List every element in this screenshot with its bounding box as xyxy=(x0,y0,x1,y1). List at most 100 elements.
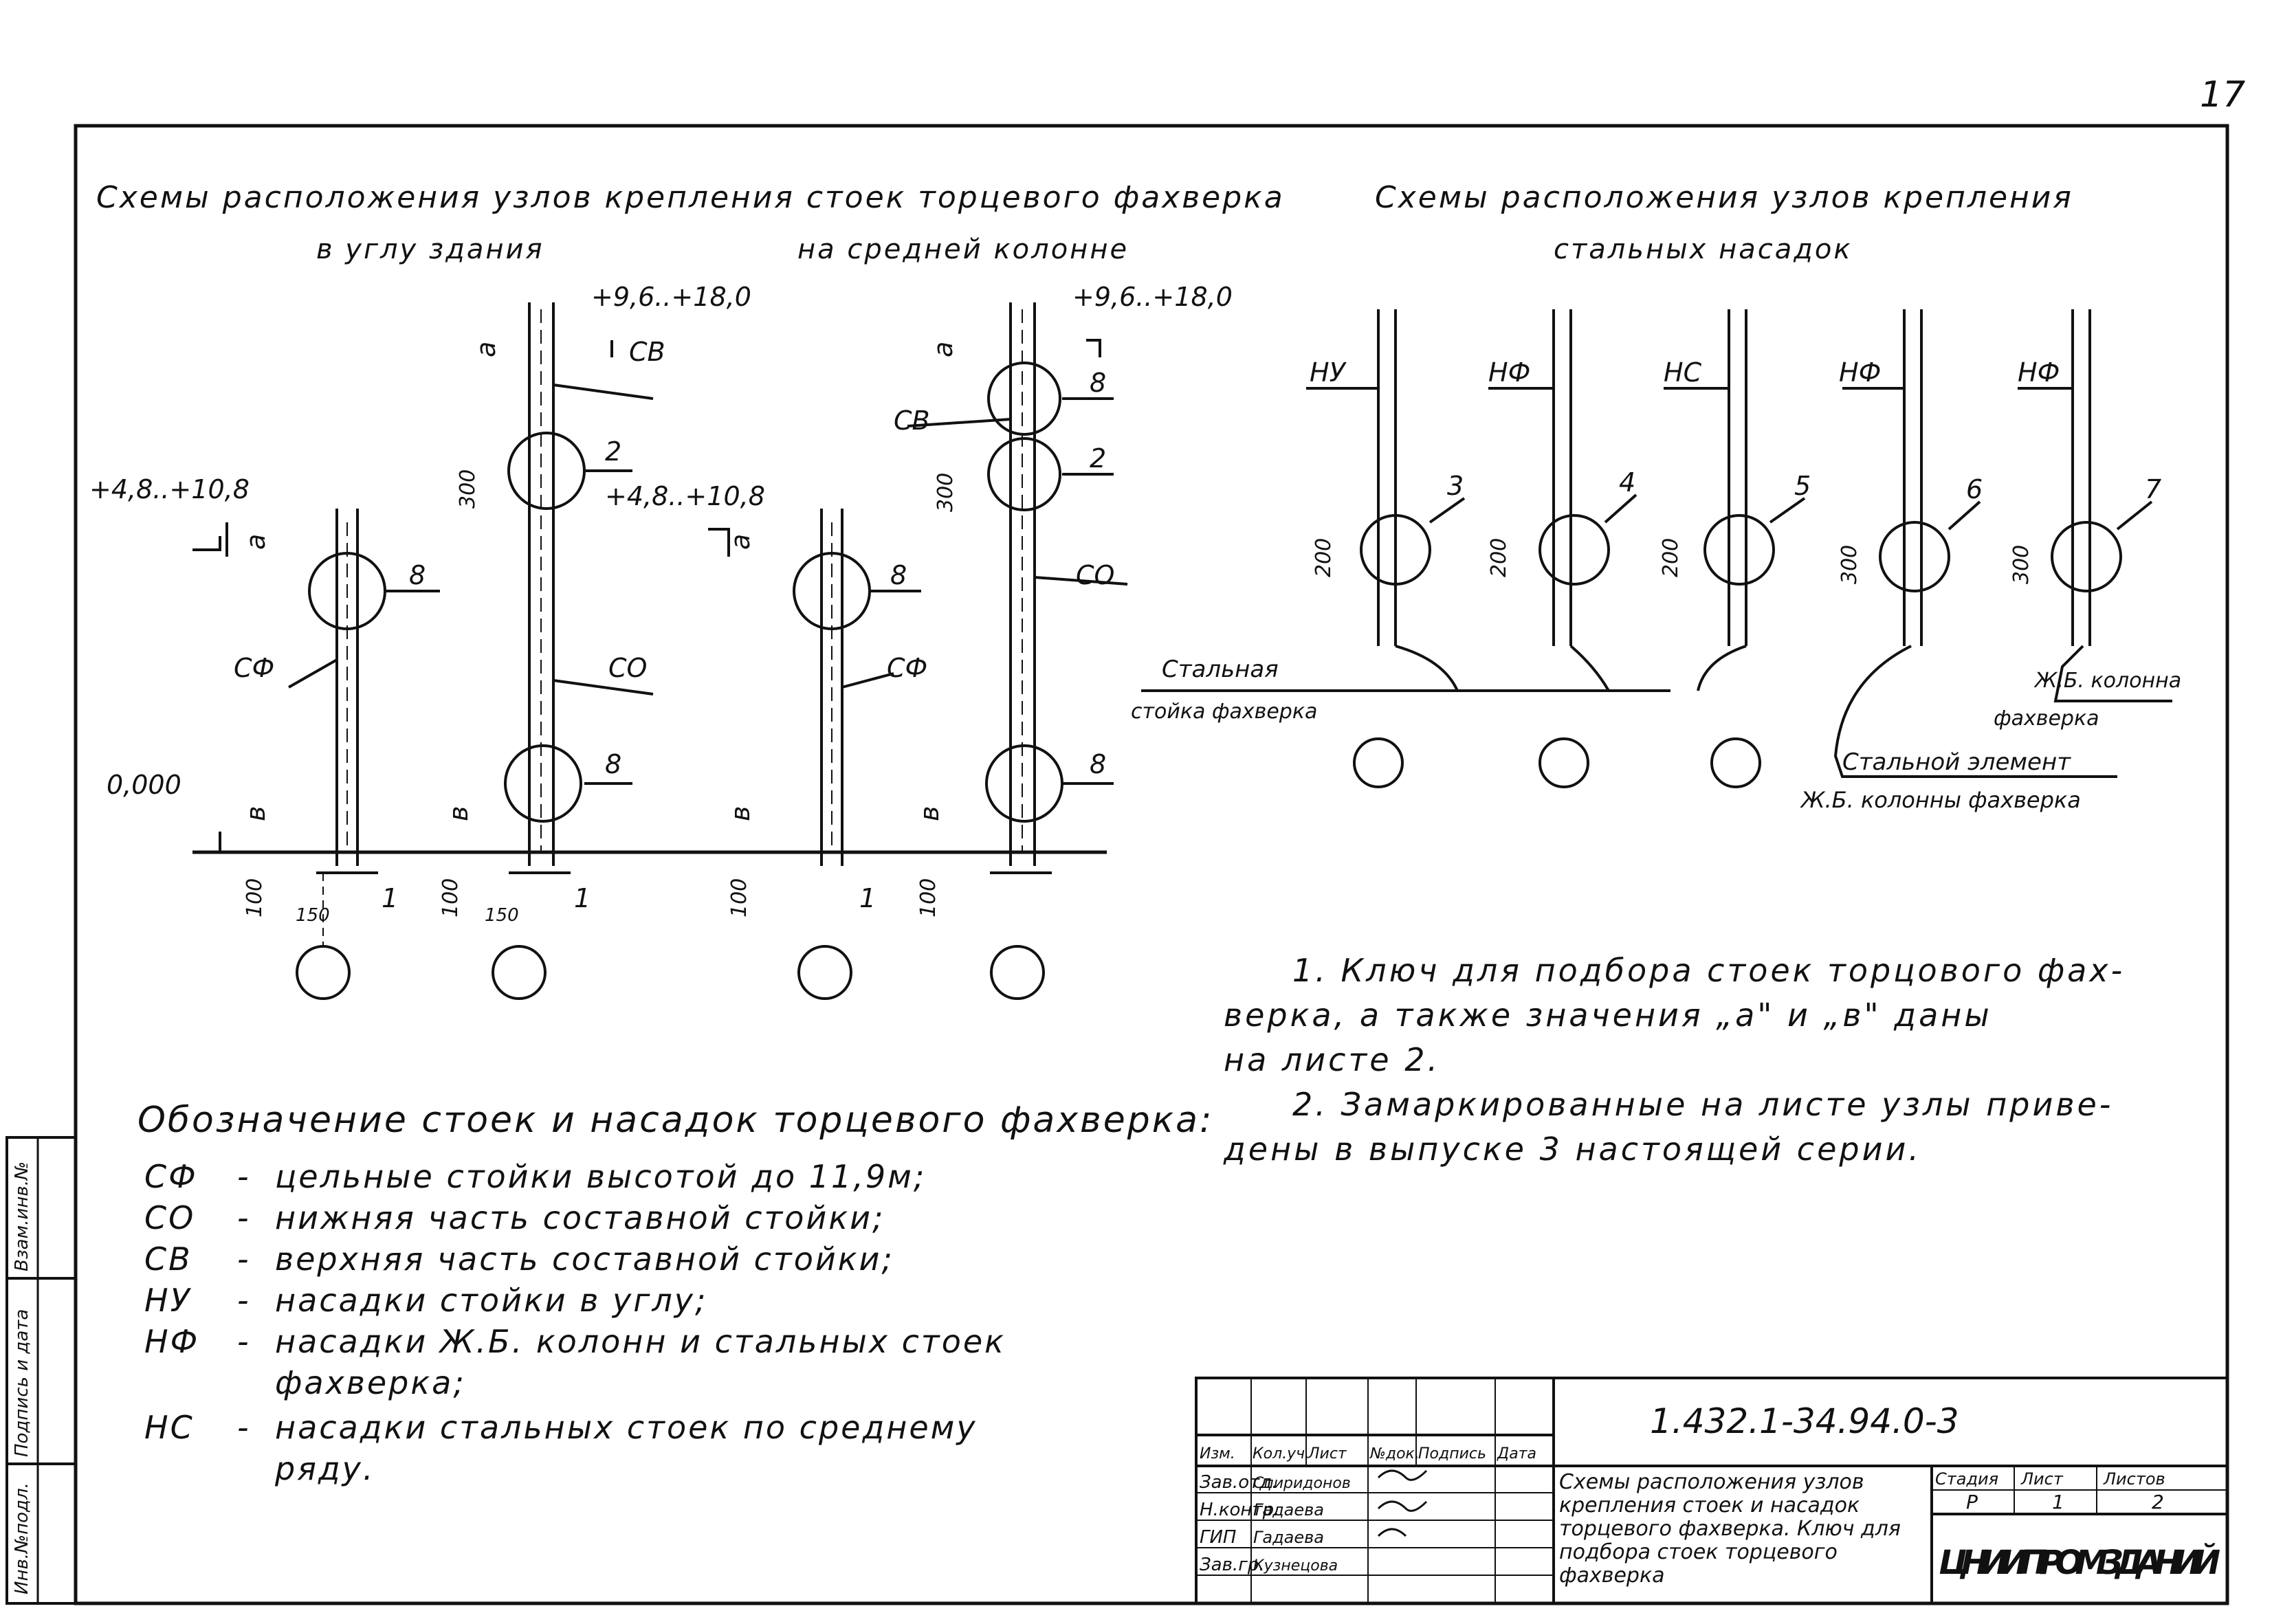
label-nf-3: НФ xyxy=(2018,357,2060,388)
label-steel-elem-1: Стальной элемент xyxy=(1842,748,2071,776)
legend-code-nu: НУ xyxy=(144,1282,192,1319)
label-steel-post-1: Стальная xyxy=(1162,656,1279,683)
dim-a-a: а xyxy=(241,534,271,550)
left-subtitle-2: на средней колонне xyxy=(797,234,1129,265)
tb-role-3: ГИП xyxy=(1200,1527,1237,1548)
note-line-5: дены в выпуске 3 настоящей серии. xyxy=(1224,1131,1921,1168)
label-nc: НС xyxy=(1664,357,1702,388)
doc-code: 1.432.1-34.94.0-3 xyxy=(1650,1401,1959,1441)
dim-b-c: в xyxy=(725,806,756,821)
node-6 xyxy=(1879,521,1950,592)
elev-low-a: +4,8..+10,8 xyxy=(89,474,250,504)
legend-dash-sf: - xyxy=(237,1158,251,1195)
label-rc-column-1: Ж.Б. колонна xyxy=(2033,669,2181,693)
dim-100-b: 100 xyxy=(439,878,463,917)
label-sf-c: СФ xyxy=(887,653,927,683)
tb-col-izm: Изм. xyxy=(1200,1445,1235,1462)
dim-300-d: 300 xyxy=(934,473,958,512)
elev-high-b: +9,6..+18,0 xyxy=(591,282,751,312)
tb-org: ЦНИИПРОМЗДАНИЙ xyxy=(1939,1543,2220,1582)
stamp-inv-podl: Инв.№подл. xyxy=(12,1482,32,1594)
left-subtitle-1: в углу здания xyxy=(316,234,544,265)
signature-3 xyxy=(1377,1528,1407,1537)
tb-col-podp: Подпись xyxy=(1418,1445,1486,1462)
label-sv-d: СВ xyxy=(894,405,930,436)
tb-sheet-label: Лист xyxy=(2020,1469,2064,1489)
dim-100-d: 100 xyxy=(916,878,940,917)
legend-code-sf: СФ xyxy=(144,1158,198,1195)
tb-sheet: 1 xyxy=(2052,1491,2064,1513)
node-7 xyxy=(2051,521,2122,592)
legend-dash-nu: - xyxy=(237,1282,251,1319)
foundation-c xyxy=(797,945,852,1000)
elev-zero: 0,000 xyxy=(107,770,181,800)
dim-b-b: в xyxy=(443,806,474,821)
label-steel-post-2: стойка фахверка xyxy=(1131,700,1317,724)
dim-200-1: 200 xyxy=(1312,538,1336,577)
note-line-3: на листе 2. xyxy=(1224,1041,1441,1078)
node-label-8-b: 8 xyxy=(605,749,621,779)
dim-300-r2: 300 xyxy=(2009,545,2033,584)
tb-col-list: Лист xyxy=(1308,1445,1347,1462)
node-3 xyxy=(1360,514,1431,586)
label-rc-column-2: фахверка xyxy=(1994,707,2099,731)
legend-text-sv: верхняя часть составной стойки; xyxy=(275,1241,894,1278)
tb-role-2: Н.контр. xyxy=(1200,1500,1279,1520)
foundation-b xyxy=(492,945,547,1000)
node-label-8-d2: 8 xyxy=(1090,749,1106,779)
node-label-1-a: 1 xyxy=(382,883,398,913)
node-label-8-d1: 8 xyxy=(1090,368,1106,398)
elev-low-c: +4,8..+10,8 xyxy=(605,481,765,511)
legend-text-nf-cont: фахверка; xyxy=(275,1364,466,1401)
tb-col-kol: Кол.уч. xyxy=(1253,1445,1310,1462)
legend-text-nc: насадки стальных стоек по среднему xyxy=(275,1409,978,1446)
node-label-3: 3 xyxy=(1447,471,1464,501)
legend-text-nu: насадки стойки в углу; xyxy=(275,1282,708,1319)
legend-text-nc-cont: ряду. xyxy=(275,1450,375,1487)
node-label-1-b: 1 xyxy=(574,883,591,913)
label-sv-b: СВ xyxy=(629,337,665,367)
legend-text-nf: насадки Ж.Б. колонн и стальных стоек xyxy=(275,1323,1006,1360)
dim-100-a: 100 xyxy=(243,878,267,917)
tb-stage: Р xyxy=(1966,1491,1978,1513)
tb-name-4: Кузнецова xyxy=(1253,1557,1338,1575)
label-so-d: СО xyxy=(1076,560,1114,590)
tb-stage-label: Стадия xyxy=(1935,1469,1998,1489)
tb-role-1: Зав.отд. xyxy=(1200,1472,1277,1493)
node-2-d xyxy=(987,437,1061,511)
node-8-d-top xyxy=(987,361,1061,436)
tb-sheets-label: Листов xyxy=(2103,1469,2165,1489)
dim-b-d: в xyxy=(914,806,945,821)
title-block xyxy=(1195,1377,2229,1605)
dim-300-b: 300 xyxy=(456,469,480,509)
legend-text-sf: цельные стойки высотой до 11,9м; xyxy=(275,1158,927,1195)
dim-b-a: в xyxy=(241,806,271,821)
node-label-2-b: 2 xyxy=(605,436,621,467)
signature-1 xyxy=(1377,1469,1428,1481)
legend-title: Обозначение стоек и насадок торцевого фа… xyxy=(137,1100,1214,1141)
node-label-1-c: 1 xyxy=(859,883,876,913)
note-line-2: верка, а также значения „а" и „в" даны xyxy=(1224,997,1992,1034)
stamp-vzam: Взам.инв.№ xyxy=(12,1161,32,1271)
tb-sheets: 2 xyxy=(2152,1491,2164,1513)
dim-200-3: 200 xyxy=(1659,538,1683,577)
label-nf-1: НФ xyxy=(1488,357,1530,388)
legend-code-sv: СВ xyxy=(144,1241,192,1278)
dim-100-c: 100 xyxy=(727,878,751,917)
dim-a-d: а xyxy=(928,342,958,357)
legend-text-so: нижняя часть составной стойки; xyxy=(275,1199,885,1236)
node-label-7: 7 xyxy=(2145,474,2161,504)
node-label-6: 6 xyxy=(1966,474,1983,504)
node-label-2-d: 2 xyxy=(1090,443,1106,474)
label-nu: НУ xyxy=(1310,357,1347,388)
label-nf-2: НФ xyxy=(1839,357,1881,388)
tb-name-2: Гадаева xyxy=(1253,1500,1324,1520)
tb-role-4: Зав.гр. xyxy=(1200,1555,1265,1575)
node-2-b xyxy=(507,432,586,510)
node-label-8-c: 8 xyxy=(890,560,907,590)
legend-dash-nf: - xyxy=(237,1323,251,1360)
node-8-d-bot xyxy=(985,744,1063,823)
node-label-5: 5 xyxy=(1794,471,1811,501)
legend-dash-so: - xyxy=(237,1199,251,1236)
